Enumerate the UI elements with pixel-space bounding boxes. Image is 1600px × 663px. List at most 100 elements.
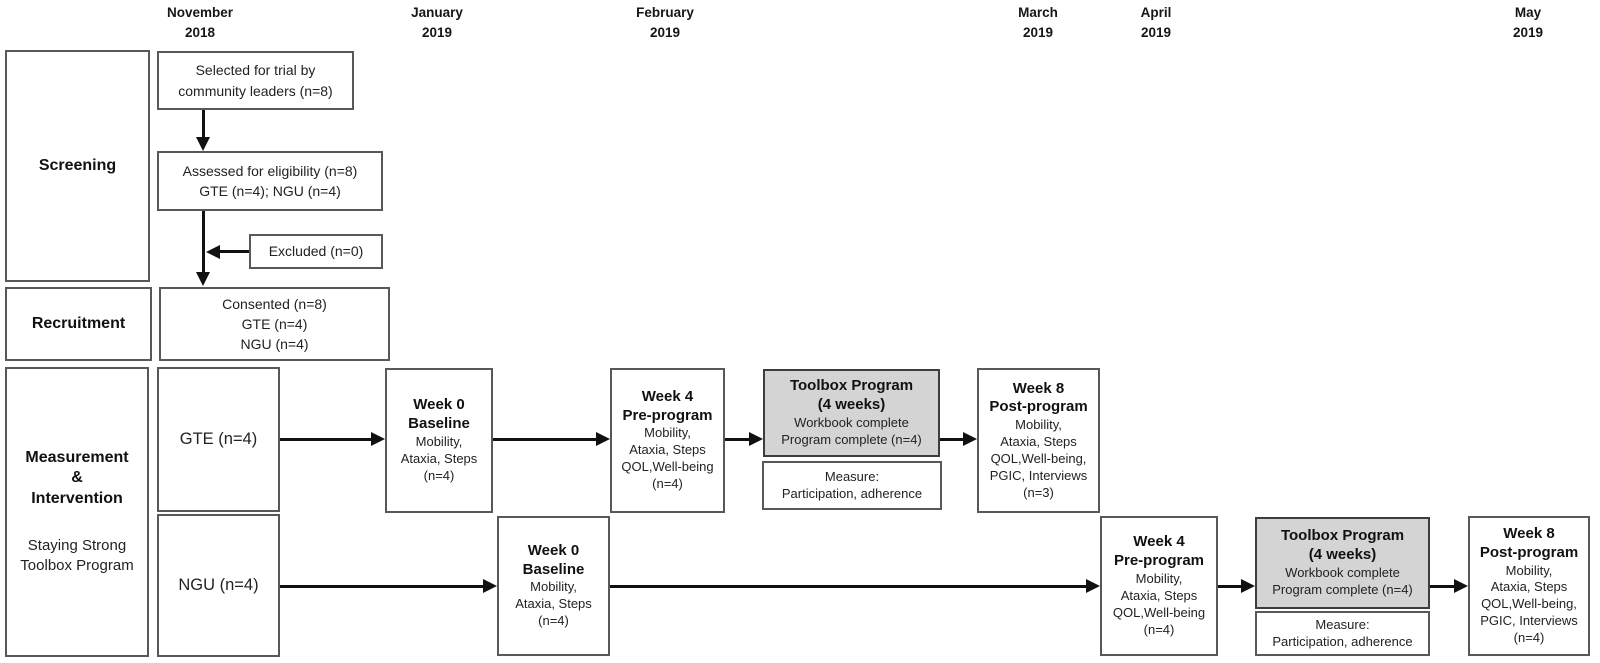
connector-line bbox=[940, 437, 964, 441]
flow-text-line: GTE (n=4) bbox=[241, 315, 308, 332]
box-body-line: Ataxia, Steps bbox=[515, 596, 592, 612]
box-body-line: Program complete (n=4) bbox=[1272, 581, 1413, 597]
flow-box-excluded: Excluded (n=0) bbox=[249, 234, 383, 269]
timeline-year: 2019 bbox=[649, 24, 681, 40]
timeline-month: May bbox=[1514, 5, 1542, 20]
box-title-line: Week 0 bbox=[413, 396, 465, 414]
group-label-ngu: NGU (n=4) bbox=[178, 576, 259, 594]
group-box-gte: GTE (n=4) bbox=[157, 367, 280, 512]
box-body-line: Ataxia, Steps bbox=[629, 442, 706, 458]
connector-line bbox=[201, 211, 205, 273]
phase-box-measurement-intervention: Measurement & Intervention Staying Stron… bbox=[5, 367, 149, 657]
flow-text-line: NGU (n=4) bbox=[240, 336, 309, 353]
box-body-line: (n=4) bbox=[1513, 630, 1545, 646]
gte-measure-box: Measure: Participation, adherence bbox=[762, 461, 942, 510]
box-body-line: Mobility, bbox=[1505, 562, 1553, 578]
timeline-label-may-2019: May 2019 bbox=[1513, 3, 1543, 42]
box-body-line: Ataxia, Steps bbox=[400, 450, 478, 466]
box-title-line: (4 weeks) bbox=[817, 396, 886, 414]
phase-label-measurement: Measurement bbox=[25, 448, 129, 466]
box-body-line: Measure: bbox=[1315, 616, 1370, 632]
box-body-line: Mobility, bbox=[415, 433, 463, 449]
box-title-line: Week 4 bbox=[641, 387, 694, 405]
timeline-month: November bbox=[166, 5, 234, 20]
phase-label-intervention: Intervention bbox=[31, 490, 123, 508]
timeline-label-february-2019: February 2019 bbox=[636, 3, 694, 42]
connector-line bbox=[1218, 584, 1242, 588]
box-body-line: Measure: bbox=[824, 468, 880, 484]
box-body-line: Participation, adherence bbox=[1272, 633, 1413, 649]
flow-text-line: Excluded (n=0) bbox=[268, 243, 364, 260]
arrowhead-left-icon bbox=[206, 244, 220, 259]
box-body-line: Mobility, bbox=[1015, 417, 1062, 433]
group-box-ngu: NGU (n=4) bbox=[157, 514, 280, 657]
box-title-line: Pre-program bbox=[622, 406, 713, 424]
timeline-month: January bbox=[411, 5, 463, 20]
box-body-line: QOL,Well-being bbox=[621, 459, 714, 475]
connector-line bbox=[280, 437, 372, 441]
box-body-line: Mobility, bbox=[1135, 570, 1183, 586]
arrowhead-right-icon bbox=[1241, 579, 1255, 593]
arrowhead-right-icon bbox=[1086, 579, 1100, 593]
box-body-line: Participation, adherence bbox=[781, 485, 923, 501]
box-body-line: (n=4) bbox=[1143, 621, 1175, 637]
gte-week8-postprogram-box: Week 8 Post-program Mobility, Ataxia, St… bbox=[977, 368, 1100, 513]
arrowhead-down-icon bbox=[196, 137, 210, 151]
timeline-year: 2019 bbox=[1512, 24, 1544, 40]
gte-toolbox-program-box: Toolbox Program (4 weeks) Workbook compl… bbox=[763, 369, 940, 457]
box-title-line: Week 8 bbox=[1503, 525, 1555, 543]
box-title-line: Baseline bbox=[522, 560, 585, 578]
phase-box-screening: Screening bbox=[5, 50, 150, 282]
arrowhead-down-icon bbox=[196, 272, 210, 286]
box-body-line: Ataxia, Steps bbox=[1000, 433, 1077, 449]
box-title-line: Toolbox Program bbox=[789, 377, 914, 395]
connector-line bbox=[201, 110, 205, 138]
box-title-line: Pre-program bbox=[1113, 552, 1205, 570]
connector-line bbox=[610, 584, 1087, 588]
box-body-line: (n=3) bbox=[1023, 484, 1054, 500]
gte-week4-preprogram-box: Week 4 Pre-program Mobility, Ataxia, Ste… bbox=[610, 368, 725, 513]
ngu-week4-preprogram-box: Week 4 Pre-program Mobility, Ataxia, Ste… bbox=[1100, 516, 1218, 656]
timeline-year: 2019 bbox=[421, 24, 453, 40]
flow-text-line: Consented (n=8) bbox=[222, 295, 327, 312]
phase-sublabel-staying-strong: Staying Strong bbox=[27, 536, 127, 554]
box-body-line: Mobility, bbox=[644, 425, 691, 441]
box-title-line: Toolbox Program bbox=[1280, 527, 1405, 545]
box-body-line: (n=4) bbox=[538, 613, 569, 629]
flow-box-assessed-eligibility: Assessed for eligibility (n=8) GTE (n=4)… bbox=[157, 151, 383, 211]
arrowhead-right-icon bbox=[1454, 579, 1468, 593]
arrowhead-right-icon bbox=[371, 432, 385, 446]
timeline-label-march-2019: March 2019 bbox=[1018, 3, 1058, 42]
connector-line bbox=[725, 437, 750, 441]
flow-text-line: Selected for trial by bbox=[195, 62, 316, 79]
phase-box-recruitment: Recruitment bbox=[5, 287, 152, 361]
box-body-line: Program complete (n=4) bbox=[781, 431, 922, 447]
phase-label-recruitment: Recruitment bbox=[31, 314, 126, 332]
box-body-line: PGIC, Interviews bbox=[989, 467, 1088, 483]
ngu-week8-postprogram-box: Week 8 Post-program Mobility, Ataxia, St… bbox=[1468, 516, 1590, 656]
flow-text-line: Assessed for eligibility (n=8) bbox=[182, 162, 358, 179]
timeline-month: April bbox=[1140, 5, 1172, 20]
ngu-toolbox-program-box: Toolbox Program (4 weeks) Workbook compl… bbox=[1255, 517, 1430, 609]
arrowhead-right-icon bbox=[596, 432, 610, 446]
timeline-year: 2019 bbox=[1140, 24, 1172, 40]
timeline-year: 2019 bbox=[1022, 24, 1054, 40]
arrowhead-right-icon bbox=[483, 579, 497, 593]
phase-label-screening: Screening bbox=[38, 156, 117, 174]
connector-line bbox=[219, 250, 249, 253]
box-body-line: Mobility, bbox=[530, 579, 577, 595]
flow-box-consented: Consented (n=8) GTE (n=4) NGU (n=4) bbox=[159, 287, 390, 361]
box-title-line: Post-program bbox=[989, 398, 1088, 416]
gte-week0-baseline-box: Week 0 Baseline Mobility, Ataxia, Steps … bbox=[385, 368, 493, 513]
flow-text-line: community leaders (n=8) bbox=[178, 82, 333, 99]
box-body-line: (n=4) bbox=[652, 476, 683, 492]
timeline-month: February bbox=[636, 5, 694, 20]
group-label-gte: GTE (n=4) bbox=[179, 430, 258, 448]
arrowhead-right-icon bbox=[963, 432, 977, 446]
connector-line bbox=[280, 584, 484, 588]
box-title-line: Baseline bbox=[408, 415, 470, 433]
box-title-line: Post-program bbox=[1479, 543, 1579, 561]
phase-label-ampersand: & bbox=[71, 469, 83, 487]
box-body-line: Ataxia, Steps bbox=[1120, 587, 1198, 603]
